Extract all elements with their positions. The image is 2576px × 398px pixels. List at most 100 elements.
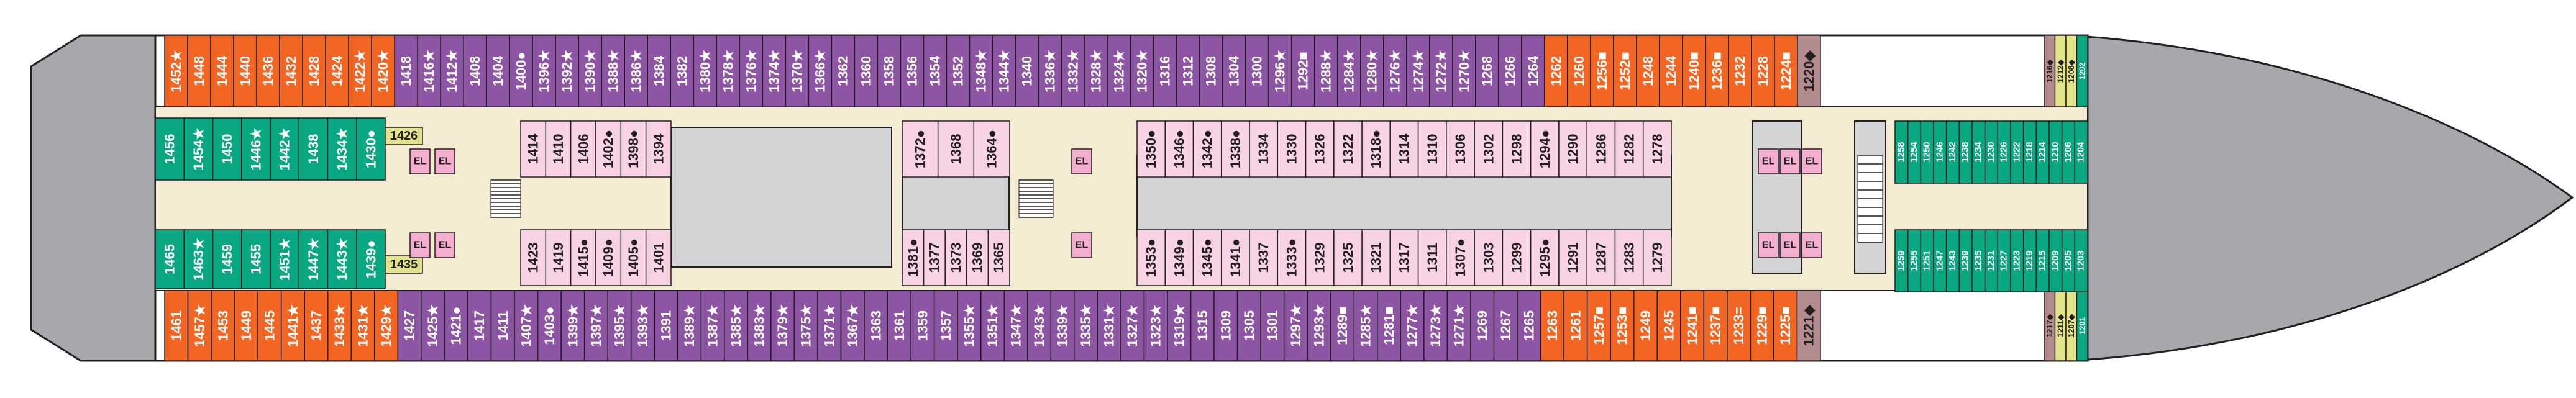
elevator-label: EL	[1762, 156, 1775, 167]
top-row-cabin	[1774, 35, 1798, 107]
inner-top-pink-c-cabin-label: 1334	[1256, 133, 1271, 165]
bottom-row-cabin-label: 1425★	[425, 304, 441, 347]
top-row-bow-cabin-label: 1208◆	[2067, 58, 2076, 83]
bottom-row-cabin	[257, 290, 282, 361]
bottom-row-cabin	[583, 290, 608, 361]
inner-top-aft-cabin-label: 1442★	[277, 127, 293, 170]
inner-bottom-pink-c-cabin	[1305, 229, 1335, 286]
elevator-label: EL	[1806, 156, 1819, 167]
elevator-label: EL	[1076, 240, 1089, 251]
inner-bottom-fwd-cabin-label: 1215	[2038, 250, 2048, 271]
bottom-row-cabin-label: 1225■	[1778, 306, 1793, 345]
inner-top-fwd-cabin-label: 1238	[1961, 142, 1971, 162]
bottom-row-cabin	[187, 290, 212, 361]
inner-bottom-aft-cabin	[356, 229, 386, 289]
bottom-row-cabin-label: 1357	[938, 310, 954, 341]
top-row-cabin	[1452, 35, 1476, 107]
bottom-row-cabin	[1307, 290, 1331, 361]
bottom-row-cabin-label: 1269	[1474, 310, 1490, 341]
inner-top-aft-cabin-label: 1430●	[363, 130, 378, 168]
inner-bottom-pink-c-cabin	[1474, 229, 1504, 286]
top-row-cabin	[1359, 35, 1384, 107]
bottom-row-cabin	[397, 290, 422, 361]
inner-top-fwd-cabin-label: 1254	[1909, 142, 1919, 163]
inner-top-pink-c-cabin-label: 1346●	[1171, 130, 1187, 168]
bottom-row-cabin-label: 1403●	[542, 306, 557, 345]
bottom-row-cabin-label: 1449	[239, 310, 254, 341]
inner-bottom-aft-cabin-label: 1455	[248, 244, 263, 274]
top-row-cabin-label: 1408	[467, 56, 483, 86]
bottom-row-cabin-label: 1397★	[588, 304, 604, 347]
bottom-row-cabin	[514, 290, 539, 361]
bottom-row-cabin-label: 1245	[1661, 310, 1677, 341]
inner-bottom-pink-c-cabin-label: 1283	[1622, 243, 1637, 273]
inner-bottom-pink-c-cabin-label: 1307●	[1453, 238, 1468, 277]
bottom-row-cabin-label: 1367★	[845, 304, 861, 347]
top-row-cabin-label: 1420★	[375, 50, 391, 93]
top-row-cabin-label: 1320★	[1135, 50, 1150, 93]
bottom-row-cabin	[864, 290, 888, 361]
inner-top-pink-a-cabin-label: 1402●	[601, 130, 616, 168]
inner-bottom-pink-c-cabin	[1277, 229, 1307, 286]
bottom-row-cabin-label: 1301	[1264, 310, 1280, 341]
inner-top-pink-a-cabin-label: 1406	[575, 134, 591, 165]
bottom-row-cabin	[1003, 290, 1028, 361]
bottom-row-cabin-label: 1273★	[1428, 304, 1443, 347]
inner-bottom-pink-a-cabin-label: 1405●	[626, 238, 641, 277]
bottom-row-cabin-label: 1323★	[1148, 304, 1164, 347]
inner-bottom-pink-c-cabin-label: 1291	[1565, 243, 1581, 273]
bottom-row-cabin	[1517, 290, 1541, 361]
elevator-label: EL	[1076, 156, 1089, 167]
bottom-row-cabin-label: 1289■	[1335, 306, 1350, 345]
stairs	[1857, 155, 1883, 243]
top-row-cabin	[417, 35, 441, 107]
inner-bottom-pink-b-cabin	[902, 229, 925, 286]
inner-top-pink-c-cabin	[1249, 120, 1279, 178]
bottom-row-cabin-label: 1417	[472, 310, 487, 341]
bottom-row-cabin	[1633, 290, 1658, 361]
bottom-row-cabin-label: 1371★	[821, 304, 837, 347]
inner-bottom-aft-cabin-label: 1465	[162, 244, 178, 274]
inner-top-pink-c-cabin	[1389, 120, 1419, 178]
inner-bottom-fwd-cabin-label: 1203	[2076, 250, 2086, 271]
top-row-bow-cabin-label: 1212◆	[2056, 58, 2065, 83]
inner-bottom-pink-c-cabin	[1586, 229, 1616, 286]
elevator-label: EL	[1806, 240, 1819, 251]
top-row-cabin-label: 1400●	[513, 52, 529, 90]
top-row-cabin	[1084, 35, 1108, 107]
inner-bottom-pink-a-cabin-label: 1415●	[575, 238, 591, 277]
inner-bottom-fwd-cabin-label: 1205	[2063, 250, 2073, 271]
top-row-cabin-label: 1352	[950, 56, 966, 86]
bottom-row-cabin	[1097, 290, 1121, 361]
top-row-cabin	[946, 35, 971, 107]
inner-bottom-pink-c-cabin	[1558, 229, 1587, 286]
top-row-cabin	[808, 35, 833, 107]
inner-bottom-pink-c-cabin-label: 1349●	[1171, 238, 1187, 277]
inner-top-fwd-cabin-label: 1246	[1935, 142, 1945, 162]
inner-top-pink-a-cabin	[570, 120, 596, 178]
inner-top-aft-cabin	[270, 117, 299, 181]
top-row-cabin-label: 1304	[1226, 55, 1242, 86]
inner-bottom-aft-cabin-label: 1447★	[306, 238, 321, 281]
bottom-row-cabin	[724, 290, 749, 361]
bottom-row-cabin-label: 1319★	[1171, 304, 1187, 347]
bottom-row-cabin-label: 1263	[1545, 310, 1560, 341]
inner-bottom-fwd-cabin-label: 1235	[1973, 250, 1983, 271]
top-row-cabin	[555, 35, 579, 107]
top-row-cabin	[371, 35, 395, 107]
top-row-cabin	[831, 35, 856, 107]
top-row-cabin	[1245, 35, 1269, 107]
top-row-cabin-label: 1264	[1525, 55, 1541, 86]
bottom-row-cabin	[677, 290, 702, 361]
inner-top-fwd-cabin	[2074, 120, 2088, 184]
elevator	[1801, 232, 1822, 258]
bottom-row-cabin	[980, 290, 1005, 361]
inner-top-pink-c-cabin-label: 1322	[1340, 134, 1356, 165]
top-row-cabin-label: 1422★	[352, 50, 368, 93]
inner-top-pink-c-cabin	[1502, 120, 1532, 178]
bottom-row-cabin-label: 1461	[168, 310, 184, 341]
bottom-row-cabin-label: 1327★	[1125, 304, 1140, 347]
bottom-row-cabin	[1050, 290, 1075, 361]
bottom-row-cabin-label: 1383★	[752, 304, 767, 347]
